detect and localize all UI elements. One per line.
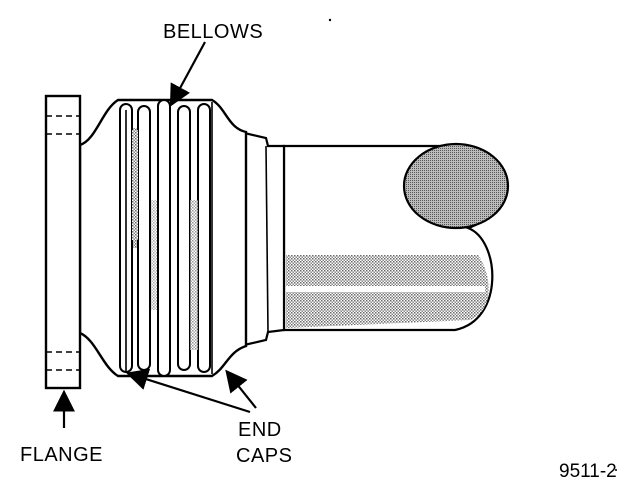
bellows-leader [169, 41, 206, 107]
shaft [282, 142, 510, 332]
collar [238, 130, 286, 348]
speck [615, 469, 617, 471]
flange [44, 94, 82, 390]
leader-arrows [53, 41, 257, 428]
flange-label: FLANGE [20, 444, 103, 466]
bellows-label: BELLOWS [163, 21, 263, 43]
end-caps-label-line2: CAPS [236, 445, 292, 467]
end-cap-leader-right [225, 369, 257, 409]
speck [328, 18, 332, 22]
shaft-end-face [402, 142, 510, 230]
bellows-boot [78, 98, 248, 378]
figure-code: 9511-2 [559, 461, 617, 482]
end-cap-leader-left [125, 368, 251, 414]
end-caps-label-line1: END [238, 419, 282, 441]
